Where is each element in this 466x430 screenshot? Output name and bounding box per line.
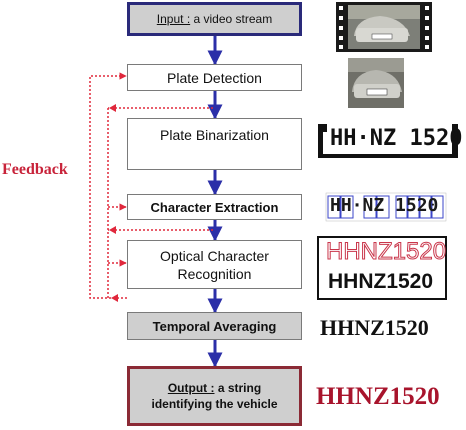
feedback-arrowheads-left	[109, 104, 118, 302]
extracted-plate-text: HH·NZ 1520	[330, 195, 439, 216]
step-ocr-label-line2: Recognition	[177, 265, 252, 282]
video-stream-thumbnail	[336, 2, 432, 52]
step-temporal-averaging-label: Temporal Averaging	[152, 318, 277, 334]
feedback-outer-loop	[89, 72, 127, 299]
ocr-outline-text: HHNZ1520	[325, 238, 447, 266]
step-ocr: Optical Character Recognition	[127, 240, 302, 289]
step-character-extraction: Character Extraction	[127, 194, 302, 220]
output-box: Output : a string identifying the vehicl…	[127, 366, 302, 426]
extracted-characters-image	[325, 192, 447, 222]
step-temporal-averaging: Temporal Averaging	[127, 312, 302, 340]
binarized-plate-image	[318, 124, 458, 158]
feedback-label: Feedback	[2, 161, 68, 178]
input-box: Input : a video stream	[127, 2, 302, 36]
step-plate-binarization-label: Plate Binarization	[160, 127, 269, 143]
step-character-extraction-label: Character Extraction	[150, 199, 279, 215]
averaged-plate-text: HHNZ1520	[320, 315, 429, 340]
final-plate-text: HHNZ1520	[316, 383, 440, 410]
ocr-result-frame	[317, 236, 447, 300]
step-plate-binarization: Plate Binarization	[127, 118, 302, 170]
step-ocr-label-line1: Optical Character	[160, 247, 269, 264]
step-plate-detection: Plate Detection	[127, 64, 302, 91]
plate-detection-thumbnail	[348, 58, 404, 108]
ocr-result-text: HHNZ1520	[328, 270, 434, 293]
output-description: a string	[214, 381, 262, 395]
feedback-lines	[89, 72, 213, 299]
output-description-line2: identifying the vehicle	[151, 397, 278, 411]
input-description: a video stream	[190, 12, 273, 26]
output-label: Output :	[167, 381, 215, 395]
step-plate-detection-label: Plate Detection	[167, 69, 262, 86]
input-label: Input :	[156, 12, 191, 26]
binarized-plate-text: HH·NZ 1520	[330, 126, 463, 151]
